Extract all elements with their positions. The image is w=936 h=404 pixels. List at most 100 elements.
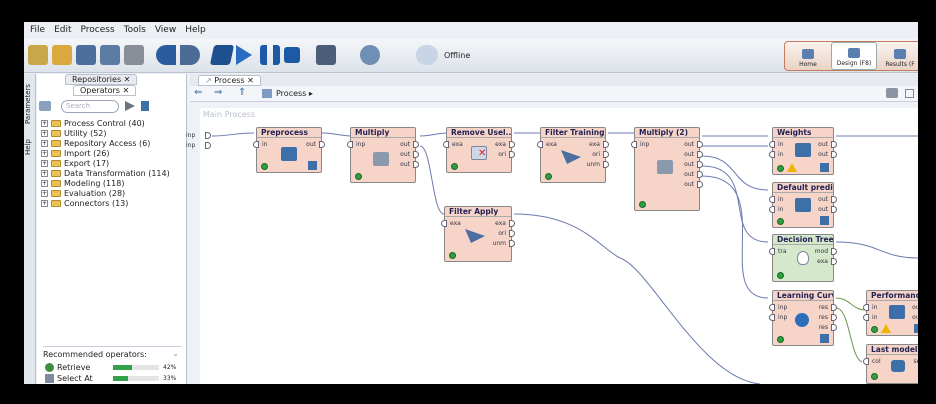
connection-status[interactable]: Offline — [444, 51, 471, 60]
input-port[interactable] — [537, 141, 543, 148]
home-perspective-button[interactable]: Home — [785, 42, 831, 70]
operator-default-prediction[interactable]: Default predic... in in out out — [769, 182, 837, 228]
operator-preprocess[interactable]: Preprocess in out — [253, 127, 325, 173]
output-port[interactable] — [697, 161, 703, 168]
process-canvas[interactable]: Main Process — [186, 108, 918, 384]
menu-help[interactable]: Help — [185, 25, 206, 35]
back-arrow-icon[interactable]: ⇐ — [194, 87, 203, 98]
input-port[interactable] — [769, 196, 775, 203]
cloud-icon[interactable] — [360, 45, 380, 65]
operator-performance[interactable]: Performance in in out out — [863, 290, 918, 336]
tab-help[interactable]: Help — [24, 139, 32, 155]
output-port[interactable] — [697, 141, 703, 148]
input-port[interactable] — [443, 141, 449, 148]
sort-icon[interactable] — [141, 101, 149, 111]
breadcrumb[interactable]: Process ▸ — [276, 89, 313, 98]
save-icon[interactable] — [76, 45, 96, 65]
operator-filter-training[interactable]: Filter Training exa exa ori unm — [537, 127, 609, 183]
input-port[interactable] — [253, 141, 259, 148]
expand-icon[interactable]: + — [41, 149, 48, 157]
expand-icon[interactable]: + — [41, 129, 48, 137]
tab-parameters[interactable]: Parameters — [24, 83, 32, 125]
undo-icon[interactable] — [156, 45, 176, 65]
input-port[interactable] — [631, 141, 637, 148]
menu-process[interactable]: Process — [80, 25, 115, 35]
filter-icon[interactable] — [125, 101, 135, 111]
expand-icon[interactable]: + — [41, 139, 48, 147]
redo-icon[interactable] — [180, 45, 200, 65]
pause-icon[interactable] — [260, 45, 280, 65]
stop-icon[interactable] — [284, 47, 300, 63]
input-port[interactable] — [769, 141, 775, 148]
output-port[interactable] — [319, 141, 325, 148]
menu-edit[interactable]: Edit — [54, 25, 72, 35]
output-port[interactable] — [831, 324, 837, 331]
input-port[interactable] — [769, 206, 775, 213]
output-port[interactable] — [831, 258, 837, 265]
input-port[interactable] — [863, 358, 869, 365]
input-port[interactable] — [769, 151, 775, 158]
input-port[interactable] — [863, 304, 869, 311]
expand-icon[interactable]: + — [41, 189, 48, 197]
output-port[interactable] — [509, 151, 515, 158]
output-port[interactable] — [413, 161, 419, 168]
menu-file[interactable]: File — [30, 25, 46, 35]
output-port[interactable] — [831, 248, 837, 255]
tree-item[interactable]: +Import (26) — [41, 148, 110, 158]
expand-icon[interactable]: + — [41, 119, 48, 127]
tree-item[interactable]: +Utility (52) — [41, 128, 107, 138]
output-port[interactable] — [831, 314, 837, 321]
operator-multiply[interactable]: Multiply inp out out out — [347, 127, 419, 183]
up-arrow-icon[interactable]: ⇑ — [238, 87, 247, 98]
operator-remove-useless[interactable]: Remove Usel... exa exa ori ✕ — [443, 127, 515, 173]
maximize-icon[interactable] — [905, 89, 914, 98]
design-perspective-button[interactable]: Design (F8) — [830, 42, 878, 70]
tree-item[interactable]: +Repository Access (6) — [41, 138, 151, 148]
tree-item[interactable]: +Modeling (118) — [41, 178, 125, 188]
tab-repositories[interactable]: Repositories ✕ — [65, 74, 138, 85]
collapse-chevron-icon[interactable]: ⌄ — [172, 349, 179, 358]
output-port[interactable] — [603, 141, 609, 148]
new-operator-icon[interactable] — [39, 101, 51, 111]
operator-multiply-2[interactable]: Multiply (2) inp out out out out out — [631, 127, 703, 211]
output-port[interactable] — [697, 151, 703, 158]
save-as-icon[interactable] — [100, 45, 120, 65]
recommended-item[interactable]: Retrieve 42% — [45, 363, 181, 372]
operator-learning-curve[interactable]: Learning Curve inp inp res res res — [769, 290, 837, 346]
tree-item[interactable]: +Data Transformation (114) — [41, 168, 170, 178]
menu-view[interactable]: View — [154, 25, 177, 35]
expand-icon[interactable]: + — [41, 179, 48, 187]
output-port[interactable] — [413, 151, 419, 158]
tree-item[interactable]: +Export (17) — [41, 158, 110, 168]
output-port[interactable] — [831, 206, 837, 213]
offline-icon[interactable] — [416, 45, 438, 65]
output-port[interactable] — [509, 240, 515, 247]
tree-item[interactable]: +Evaluation (28) — [41, 188, 126, 198]
output-port[interactable] — [603, 161, 609, 168]
operator-decision-tree[interactable]: Decision Tree tra mod exa — [769, 234, 837, 282]
output-port[interactable] — [831, 304, 837, 311]
search-input[interactable]: Search — [61, 99, 119, 113]
tree-item[interactable]: +Process Control (40) — [41, 118, 145, 128]
open-folder-icon[interactable] — [52, 45, 72, 65]
validate-icon[interactable] — [316, 45, 336, 65]
process-input-port[interactable] — [205, 132, 211, 139]
output-port[interactable] — [509, 230, 515, 237]
results-perspective-button[interactable]: Results (F — [877, 42, 918, 70]
output-port[interactable] — [603, 151, 609, 158]
operator-filter-apply[interactable]: Filter Apply exa exa ori unm — [441, 206, 515, 262]
output-port[interactable] — [509, 220, 515, 227]
input-port[interactable] — [863, 314, 869, 321]
output-port[interactable] — [413, 141, 419, 148]
forward-arrow-icon[interactable]: ⇒ — [214, 87, 223, 98]
output-port[interactable] — [831, 151, 837, 158]
expand-icon[interactable]: + — [41, 159, 48, 167]
input-port[interactable] — [347, 141, 353, 148]
output-port[interactable] — [831, 196, 837, 203]
menu-tools[interactable]: Tools — [123, 25, 146, 35]
input-port[interactable] — [769, 248, 775, 255]
settings-icon[interactable] — [886, 88, 898, 98]
cycle-icon[interactable] — [209, 45, 235, 65]
recommended-item[interactable]: Select At 33% — [45, 374, 181, 383]
process-input-port[interactable] — [205, 142, 211, 149]
